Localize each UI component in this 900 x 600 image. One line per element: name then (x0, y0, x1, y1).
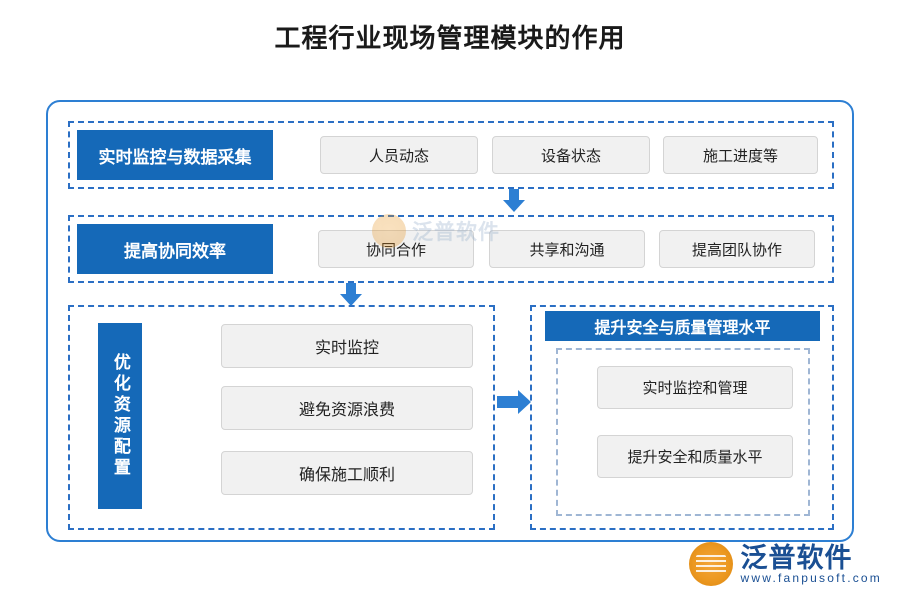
section-safety-inner (556, 348, 810, 516)
section-safety (530, 305, 834, 530)
section-resource-label: 优化资源配置 (98, 323, 142, 509)
resource-item-2: 避免资源浪费 (221, 386, 473, 430)
collaboration-item-1: 协同合作 (318, 230, 474, 268)
resource-item-3: 确保施工顺利 (221, 451, 473, 495)
section-resource (68, 305, 495, 530)
monitoring-item-2: 设备状态 (492, 136, 650, 174)
logo-url: www.fanpusoft.com (740, 570, 882, 585)
monitoring-item-1: 人员动态 (320, 136, 478, 174)
safety-item-2: 提升安全和质量水平 (597, 435, 793, 478)
logo-sun-icon (688, 542, 733, 586)
section-monitoring-label: 实时监控与数据采集 (77, 130, 273, 180)
resource-item-1: 实时监控 (221, 324, 473, 368)
arrow-collaboration-to-resource-head (340, 294, 362, 306)
collaboration-item-2: 共享和沟通 (489, 230, 645, 268)
arrow-monitoring-to-collaboration-head (503, 200, 525, 212)
logo-text-group: 泛普软件 www.fanpusoft.com (740, 542, 882, 585)
brand-logo: 泛普软件 www.fanpusoft.com (688, 542, 882, 586)
arrow-monitoring-to-collaboration-shaft (509, 189, 519, 202)
logo-name-cn: 泛普软件 (740, 542, 853, 573)
section-safety-label: 提升安全与质量管理水平 (545, 311, 820, 341)
section-monitoring (68, 121, 834, 189)
diagram-frame (46, 100, 854, 542)
page-title: 工程行业现场管理模块的作用 (274, 23, 626, 53)
collaboration-item-3: 提高团队协作 (659, 230, 815, 268)
section-collaboration-label: 提高协同效率 (77, 224, 273, 274)
arrow-resource-to-safety-shaft (497, 396, 519, 408)
safety-item-1: 实时监控和管理 (597, 366, 793, 409)
arrow-collaboration-to-resource-shaft (346, 283, 356, 296)
monitoring-item-3: 施工进度等 (663, 136, 818, 174)
arrow-resource-to-safety-head (518, 390, 531, 414)
section-collaboration (68, 215, 834, 283)
